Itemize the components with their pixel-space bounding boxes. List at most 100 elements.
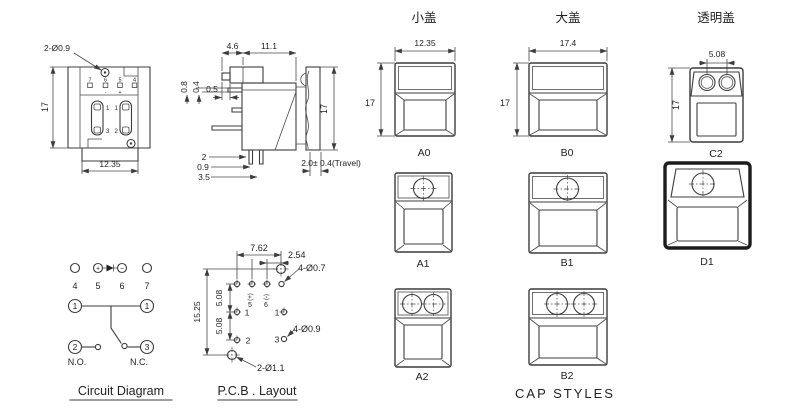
cap-label-d1: D1 bbox=[700, 256, 714, 268]
pin-mark-minus: - bbox=[105, 90, 107, 96]
pad6-polarity: (-) bbox=[264, 294, 270, 300]
clear-cap-header: 透明盖 bbox=[697, 11, 735, 25]
slot-label-3: 3 bbox=[106, 129, 110, 135]
side-dim-0-4: 0.4 bbox=[191, 81, 201, 93]
side-dim-0-9: 0.9 bbox=[197, 162, 209, 172]
pcb-dim-7-62: 7.62 bbox=[250, 243, 268, 253]
actuator-slots bbox=[90, 100, 133, 136]
b0-width-dim: 17.4 bbox=[560, 38, 577, 48]
large-cap-header: 大盖 bbox=[555, 11, 580, 25]
cap-c2: 5.08 17 C2 bbox=[668, 49, 744, 160]
mounting-hole-bottom bbox=[126, 138, 136, 149]
cap-a0: 12.35 17 A0 bbox=[365, 38, 456, 159]
pin-label-5: 5 bbox=[118, 78, 121, 84]
side-dim-2: 2 bbox=[202, 152, 207, 162]
front-width-dim: 12.35 bbox=[99, 159, 121, 169]
a0-width-dim: 12.35 bbox=[414, 38, 436, 48]
slot-label-1-right: 1 bbox=[115, 106, 119, 112]
pcb-mid-holes bbox=[232, 307, 289, 345]
cap-label-b1: B1 bbox=[561, 257, 574, 269]
side-view-drawing: 4.6 11.1 0.8 0.4 0.5 17 2 0.9 3.5 2.0± 0… bbox=[179, 41, 361, 182]
pad5-label: 5 bbox=[248, 302, 252, 309]
front-view-dimensions: 17 12.35 2-Ø0.9 bbox=[40, 43, 139, 174]
pcb-dimensions: 7.62 2.54 15.25 5.08 5.08 4-Ø0.7 4-Ø0.9 … bbox=[192, 243, 326, 373]
cap-a1: A1 bbox=[394, 172, 453, 270]
side-view-dimensions: 4.6 11.1 0.8 0.4 0.5 17 2 0.9 3.5 2.0± 0… bbox=[179, 41, 361, 182]
nc-terminal-label: 3 bbox=[145, 342, 150, 352]
cap-d1: D1 bbox=[663, 161, 752, 268]
terminal-label-7: 7 bbox=[144, 281, 149, 291]
no-label: N.O. bbox=[68, 357, 87, 367]
pad1-right-label: 1 bbox=[275, 308, 280, 318]
front-hole-callout: 2-Ø0.9 bbox=[44, 43, 70, 53]
cap-label-a2: A2 bbox=[416, 371, 429, 383]
nc-label: N.C. bbox=[130, 357, 148, 367]
terminal-label-6: 6 bbox=[119, 281, 124, 291]
terminal-label-4: 4 bbox=[72, 281, 77, 291]
cap-label-a1: A1 bbox=[417, 258, 430, 270]
pad2-label: 2 bbox=[246, 336, 251, 346]
cap-styles-title: CAP STYLES bbox=[515, 386, 615, 401]
front-height-dim: 17 bbox=[40, 102, 50, 112]
slot-label-2: 2 bbox=[115, 129, 119, 135]
pcb-callout-0-7: 4-Ø0.7 bbox=[298, 263, 326, 273]
pcb-dim-5-08-a: 5.08 bbox=[214, 289, 224, 306]
side-bracket bbox=[305, 66, 321, 151]
a0-height-dim: 17 bbox=[365, 98, 375, 108]
pcb-dim-2-54: 2.54 bbox=[288, 250, 306, 260]
pcb-layout-title: P.C.B . Layout bbox=[218, 384, 298, 398]
pcb-callout-1-1: 2-Ø1.1 bbox=[257, 363, 285, 373]
plunger bbox=[229, 66, 264, 84]
no-contact bbox=[94, 343, 102, 351]
pin-label-4: 4 bbox=[133, 78, 136, 84]
pcb-layout: (+) 5 (-) 6 1 1 2 3 7.62 2.54 15.25 5.08… bbox=[192, 243, 326, 401]
b0-height-dim: 17 bbox=[500, 98, 510, 108]
bottom-pins bbox=[248, 149, 264, 165]
pin-label-7: 7 bbox=[88, 78, 91, 84]
plus-symbol: + bbox=[96, 266, 100, 273]
terminal-pads bbox=[87, 82, 138, 88]
slot-label-1-left: 1 bbox=[106, 106, 110, 112]
terminal-4-symbol bbox=[69, 262, 81, 274]
side-dim-4-6: 4.6 bbox=[227, 41, 239, 51]
circuit-diagram: + − 4 5 6 7 1 1 2 3 N.O. N.C. Circuit Di… bbox=[68, 262, 173, 401]
travel-dim: 2.0± 0.4(Travel) bbox=[301, 158, 361, 168]
pcb-dim-5-08-b: 5.08 bbox=[214, 317, 224, 334]
pin-mark-plus: + bbox=[118, 90, 121, 96]
pad1-left-label: 1 bbox=[245, 308, 250, 318]
cap-label-b2: B2 bbox=[561, 370, 574, 382]
pin-label-6: 6 bbox=[104, 78, 107, 84]
pad5-polarity: (+) bbox=[248, 293, 254, 301]
cap-label-b0: B0 bbox=[561, 147, 574, 159]
plunger-nub bbox=[221, 72, 231, 81]
small-cap-header: 小盖 bbox=[411, 11, 436, 25]
side-dim-0-5: 0.5 bbox=[206, 84, 218, 94]
switch-lever bbox=[80, 305, 142, 344]
cap-label-c2: C2 bbox=[709, 148, 723, 160]
pcb-dim-15-25: 15.25 bbox=[192, 301, 202, 323]
front-view-drawing: 7 6 5 4 - + 1 3 1 2 17 12.35 2-Ø0.9 bbox=[40, 43, 151, 174]
cap-a2: A2 bbox=[394, 288, 452, 383]
side-dim-11-1: 11.1 bbox=[261, 41, 277, 51]
no-terminal-label: 2 bbox=[73, 342, 78, 352]
cap-b0: 17.4 17 B0 bbox=[500, 38, 608, 159]
side-pins bbox=[211, 87, 243, 131]
pcb-small-holes bbox=[232, 279, 285, 289]
circuit-diagram-title: Circuit Diagram bbox=[78, 384, 164, 398]
terminal-7-symbol bbox=[141, 262, 153, 274]
c2-pitch-dim: 5.08 bbox=[709, 49, 726, 59]
pole-left-label: 1 bbox=[73, 301, 78, 311]
side-dim-0-8: 0.8 bbox=[179, 81, 189, 93]
pcb-callout-0-9: 4-Ø0.9 bbox=[293, 324, 321, 334]
cap-styles-section: 小盖 大盖 透明盖 12.35 17 A0 17.4 17 bbox=[365, 11, 752, 401]
housing-body bbox=[241, 82, 297, 151]
terminal-label-5: 5 bbox=[95, 281, 100, 291]
c2-height-dim: 17 bbox=[671, 100, 681, 110]
side-height-dim: 17 bbox=[319, 104, 329, 114]
cap-b2: B2 bbox=[528, 288, 608, 382]
cap-label-a0: A0 bbox=[418, 147, 431, 159]
side-dim-3-5: 3.5 bbox=[198, 172, 210, 182]
pole-right-label: 1 bbox=[145, 301, 150, 311]
